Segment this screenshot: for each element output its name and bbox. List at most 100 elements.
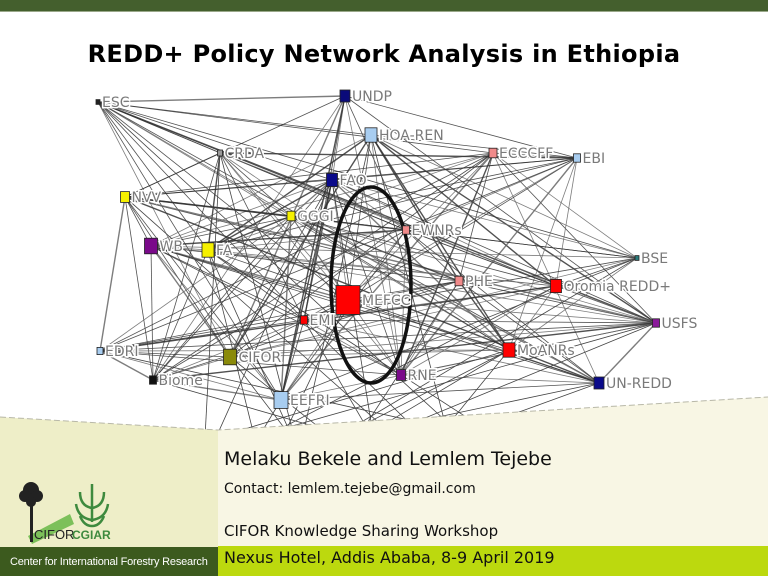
network-node-undp: UNDP: [339, 88, 393, 107]
network-edge: [290, 179, 333, 217]
network-node-nvv: NVV: [120, 189, 163, 208]
network-edge: [370, 134, 557, 287]
network-node-label: BSE: [641, 251, 668, 267]
network-node-label: CIFOR: [239, 350, 282, 366]
network-node-bse: BSE: [634, 250, 670, 269]
network-node-esc: ESC: [95, 94, 131, 113]
network-edge: [219, 152, 292, 217]
network-edge: [152, 215, 292, 381]
network-edge: [492, 152, 657, 324]
network-node-fa: FA: [201, 242, 234, 261]
network-edge: [400, 157, 578, 376]
network-edge: [229, 322, 657, 358]
network-node-mefcc: MEFCC: [335, 285, 412, 315]
slide-title: REDD+ Policy Network Analysis in Ethiopi…: [87, 40, 681, 68]
network-edge: [492, 152, 638, 259]
network-node-label: CRDA: [225, 146, 265, 162]
network-node-label: MEFCC: [362, 293, 411, 309]
network-edge: [99, 285, 557, 352]
network-edge: [150, 245, 231, 358]
network-edge: [99, 322, 657, 352]
network-node-un-redd: UN-REDD: [593, 375, 673, 394]
network-edge: [280, 215, 292, 401]
network-node-crda: CRDA: [217, 145, 266, 164]
network-edge: [150, 229, 407, 247]
network-edge: [331, 179, 557, 287]
network-edge: [331, 179, 657, 324]
cgiar-wheat-logo-icon: [74, 484, 110, 528]
network-edge: [150, 245, 305, 321]
network-node-hoa-ren: HOA-REN: [364, 127, 445, 146]
network-edge: [555, 257, 638, 287]
mefcc-highlight-ellipse: [329, 185, 413, 385]
network-edge: [99, 350, 154, 381]
network-edge: [152, 280, 460, 381]
network-edge: [280, 257, 638, 401]
network-edge: [370, 134, 402, 376]
network-edges: [97, 95, 657, 441]
network-edge: [124, 152, 494, 198]
network-edge: [99, 257, 638, 352]
network-node-label: HOA-REN: [379, 128, 444, 144]
network-node-ewnrs: EWNRs: [402, 222, 463, 241]
network-edge: [344, 95, 578, 159]
network-edge: [229, 299, 349, 358]
workshop-name: CIFOR Knowledge Sharing Workshop: [224, 522, 499, 540]
network-edge: [331, 179, 349, 301]
network-node-label: EWNRs: [412, 223, 462, 239]
network-edge: [124, 196, 154, 381]
network-edge: [124, 196, 460, 282]
network-node-label: UNDP: [352, 89, 392, 105]
network-edge: [229, 95, 346, 358]
network-edge: [97, 101, 209, 251]
network-edge: [370, 134, 578, 159]
network-edge: [150, 245, 282, 401]
network-node-ecccff: ECCCFF: [488, 145, 555, 164]
network-edge: [207, 249, 305, 321]
network-edge: [344, 95, 657, 324]
network-edge: [99, 350, 282, 401]
network-edge: [99, 349, 510, 352]
network-edge: [405, 157, 578, 231]
network-edge: [458, 280, 510, 351]
network-node-label: ECCCFF: [499, 146, 553, 162]
network-edge: [598, 322, 657, 384]
network-edge: [229, 179, 333, 358]
network-edge: [152, 322, 657, 381]
cifor-cgiar-logos: CIFOR CGIAR: [10, 478, 210, 544]
network-edge: [97, 101, 305, 321]
network-node-label: Biome: [159, 373, 203, 389]
network-edge: [97, 101, 349, 301]
network-edge: [303, 319, 657, 324]
network-edge: [508, 257, 638, 351]
network-node-label: EBI: [583, 151, 606, 167]
network-edge: [508, 285, 557, 351]
network-edge: [99, 319, 305, 352]
network-node-biome: Biome: [149, 372, 204, 391]
network-edge: [99, 196, 126, 352]
network-node-gggi: GGGI: [286, 208, 335, 227]
organization-name-bar: Center for International Forestry Resear…: [0, 547, 218, 576]
network-edge: [492, 152, 578, 159]
network-edge: [150, 245, 154, 381]
network-edge: [229, 349, 510, 358]
network-node-emi: EMI: [300, 312, 336, 331]
network-node-wb: WB: [144, 238, 184, 257]
network-edge: [458, 280, 657, 324]
network-edge: [124, 179, 333, 198]
network-edge: [124, 196, 282, 401]
network-node-label: UN-REDD: [606, 376, 672, 392]
network-edge: [207, 215, 292, 251]
network-edge: [347, 299, 657, 324]
cifor-tree-logo-icon: [19, 482, 74, 544]
network-node-oromia-redd-: Oromia REDD+: [550, 278, 672, 297]
network-edge: [555, 157, 578, 287]
network-edge: [405, 229, 638, 259]
network-edge: [97, 101, 657, 324]
network-edge: [290, 215, 557, 287]
network-edge: [150, 134, 372, 247]
network-edge: [280, 319, 305, 401]
network-edge: [124, 152, 221, 198]
network-edge: [492, 152, 600, 384]
network-edge: [219, 152, 578, 159]
